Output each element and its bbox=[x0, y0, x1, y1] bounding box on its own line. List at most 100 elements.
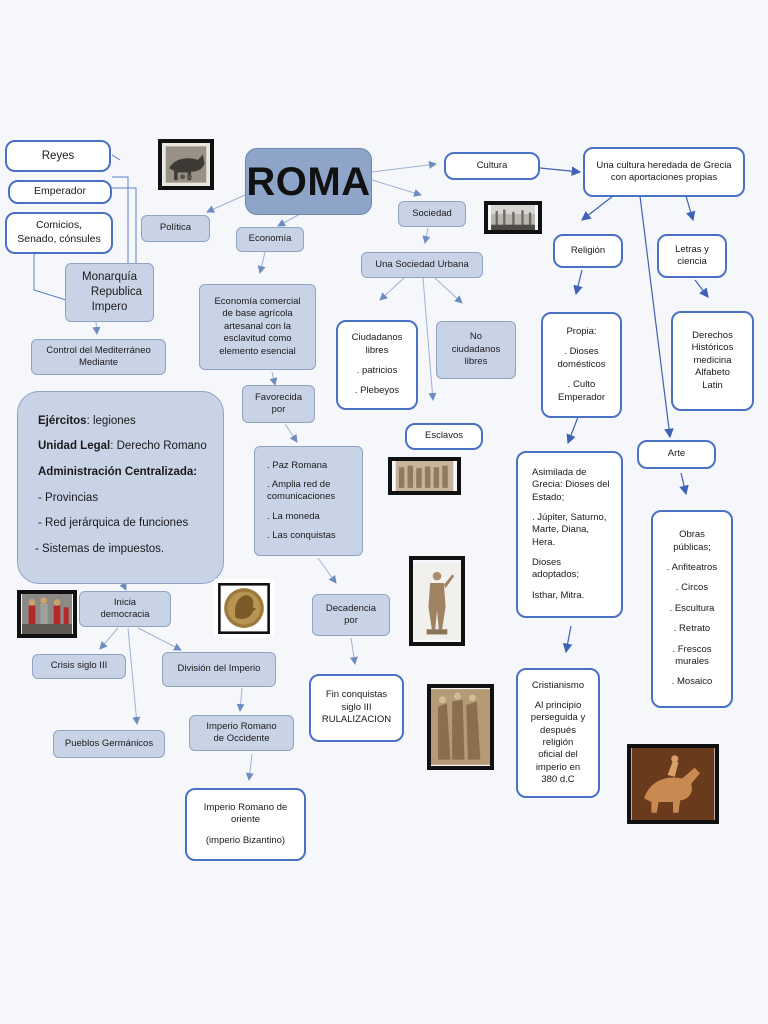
node-occidente-line-1: Imperio Romano bbox=[206, 720, 277, 732]
statue-photo bbox=[409, 556, 465, 646]
fin-line-3: RULALIZACION bbox=[321, 714, 392, 726]
node-letras: Letras y ciencia bbox=[657, 234, 727, 278]
ciudadanos-line-2: libres bbox=[365, 344, 389, 356]
cristianismo-line-3: perseguida y bbox=[530, 712, 586, 724]
coin-photo bbox=[214, 579, 274, 638]
node-control-line-2: Mediante bbox=[78, 357, 119, 368]
node-favorecida-line-2: por bbox=[271, 404, 286, 415]
obras-line-7: . Frescos bbox=[672, 643, 712, 655]
propia-line-2: . Dioses bbox=[564, 346, 599, 358]
node-oriente-line-1: Imperio Romano de bbox=[203, 801, 288, 813]
letras-line-2: ciencia bbox=[677, 256, 707, 267]
node-fin-conquistas: Fin conquistas siglo III RULALIZACION bbox=[309, 674, 404, 742]
soldiers-photo bbox=[17, 590, 77, 638]
node-control-line-1: Control del Mediterráneo bbox=[46, 344, 151, 356]
asimilada-line-6: Hera. bbox=[532, 536, 556, 548]
fin-line-1: Fin conquistas bbox=[325, 689, 388, 701]
econ-line-3: artesanal con la bbox=[223, 320, 292, 332]
asimilada-line-3: Estado; bbox=[532, 491, 565, 503]
heredada-line-1: Una cultura heredada de Grecia bbox=[596, 159, 732, 171]
statue-image bbox=[413, 562, 461, 640]
econ-line-2: de base agrícola bbox=[222, 308, 293, 320]
node-decadencia-line-2: por bbox=[344, 615, 358, 626]
econ-line-5: elemento esencial bbox=[219, 345, 296, 357]
node-cultura: Cultura bbox=[444, 152, 540, 180]
coin-image bbox=[218, 583, 270, 634]
main-title: ROMA bbox=[245, 148, 372, 215]
node-occidente-line-2: de Occidente bbox=[213, 733, 270, 744]
node-sociedad-urbana: Una Sociedad Urbana bbox=[361, 252, 483, 278]
cristianismo-line-8: 380 d.C bbox=[541, 774, 575, 786]
favorecida-item-4: . Las conquistas bbox=[267, 530, 336, 542]
node-monarquia-line-1: Monarquía bbox=[82, 271, 137, 284]
gobierno-item-provincias: - Provincias bbox=[38, 491, 99, 504]
soldiers-image bbox=[22, 594, 72, 634]
node-gobierno: Ejércitos: legiones Unidad Legal: Derech… bbox=[17, 391, 224, 584]
cristianismo-line-1: Cristianismo bbox=[531, 679, 585, 691]
node-monarquia-line-3: Impero bbox=[91, 300, 128, 313]
she-wolf-image bbox=[162, 143, 210, 186]
node-cristianismo: Cristianismo Al principio perseguida y d… bbox=[516, 668, 600, 798]
node-comicios: Comicios, Senado, cónsules bbox=[5, 212, 113, 254]
node-favorecida-items: . Paz Romana . Amplia red de comunicacio… bbox=[254, 446, 363, 556]
gobierno-item-red: - Red jerárquica de funciones bbox=[38, 517, 189, 530]
node-inicia-line-1: Inicia bbox=[113, 596, 137, 608]
node-cultura-heredada: Una cultura heredada de Grecia con aport… bbox=[583, 147, 745, 197]
node-favorecida-line-1: Favorecida bbox=[255, 391, 302, 403]
node-oriente-line-3: (imperio Bizantino) bbox=[205, 834, 286, 846]
asimilada-line-7: Dioses bbox=[532, 557, 562, 569]
cristianismo-line-4: después bbox=[540, 724, 576, 736]
asimilada-line-8: adoptados; bbox=[532, 569, 580, 581]
node-inicia: Inicia democracia bbox=[79, 591, 171, 627]
propia-line-1: Propia: bbox=[566, 326, 597, 338]
obras-line-3: . Anfiteatros bbox=[666, 562, 718, 574]
node-decadencia-line-1: Decadencia bbox=[325, 602, 377, 614]
frieze-photo bbox=[388, 457, 461, 495]
propia-line-3: domésticos bbox=[557, 358, 606, 370]
node-comicios-line-1: Comicios, bbox=[35, 219, 83, 232]
node-occidente: Imperio Romano de Occidente bbox=[189, 715, 294, 751]
ciudadanos-line-3: . patricios bbox=[356, 365, 398, 376]
relief-image bbox=[431, 689, 490, 765]
node-sociedad: Sociedad bbox=[398, 201, 466, 227]
node-propia: Propia: . Dioses domésticos . Culto Empe… bbox=[541, 312, 622, 418]
node-control: Control del Mediterráneo Mediante bbox=[31, 339, 166, 375]
cristianismo-line-5: religión bbox=[542, 737, 574, 748]
node-no-ciudadanos: No ciudadanos libres bbox=[436, 321, 516, 379]
node-oriente: Imperio Romano de oriente (imperio Bizan… bbox=[185, 788, 306, 861]
node-politica: Política bbox=[141, 215, 210, 242]
gobierno-admin: Administración Centralizada: bbox=[38, 465, 197, 481]
obras-line-1: Obras bbox=[679, 529, 705, 541]
node-inicia-line-2: democracia bbox=[100, 609, 150, 620]
propia-line-4: . Culto bbox=[567, 379, 596, 391]
node-derechos: Derechos Históricos medicina Alfabeto La… bbox=[671, 311, 754, 411]
econ-line-1: Economía comercial bbox=[214, 296, 301, 308]
node-decadencia: Decadencia por bbox=[312, 594, 390, 636]
node-crisis: Crisis siglo III bbox=[32, 654, 126, 679]
asimilada-line-1: Asimilada de bbox=[532, 466, 587, 478]
obras-line-9: . Mosaico bbox=[671, 676, 713, 688]
node-obras: Obras públicas; . Anfiteatros . Circos .… bbox=[651, 510, 733, 708]
obras-line-8: murales bbox=[675, 655, 709, 667]
gobierno-admin-label: Administración Centralizada: bbox=[38, 465, 198, 478]
gobierno-unidad: Unidad Legal: Derecho Romano bbox=[38, 439, 207, 455]
relief-photo bbox=[427, 684, 494, 770]
asimilada-line-4: . Júpiter, Saturno, bbox=[532, 511, 607, 523]
fin-line-2: siglo III bbox=[341, 701, 372, 713]
heredada-line-2: con aportaciones propias bbox=[610, 172, 718, 183]
cristianismo-line-6: oficial del bbox=[538, 749, 578, 761]
node-ciudadanos: Ciudadanos libres . patricios . Plebeyos bbox=[336, 320, 418, 410]
cristianismo-line-7: imperio en bbox=[535, 761, 581, 773]
gobierno-ejercitos-text: : legiones bbox=[86, 414, 136, 427]
gobierno-ejercitos-label: Ejércitos bbox=[38, 414, 87, 427]
asimilada-line-2: Grecia: Dioses del bbox=[532, 479, 610, 491]
node-monarquia: Monarquía Republica Impero bbox=[65, 263, 154, 322]
node-comicios-line-2: Senado, cónsules bbox=[17, 233, 101, 245]
she-wolf-photo bbox=[158, 139, 214, 190]
cristianismo-line-2: Al principio bbox=[534, 699, 582, 711]
node-pueblos: Pueblos Germánicos bbox=[53, 730, 165, 758]
derechos-line-1: Derechos bbox=[692, 330, 733, 342]
gobierno-unidad-text: : Derecho Romano bbox=[110, 440, 207, 453]
derechos-line-3: medicina bbox=[693, 354, 732, 366]
horse-relief-image bbox=[631, 748, 715, 820]
